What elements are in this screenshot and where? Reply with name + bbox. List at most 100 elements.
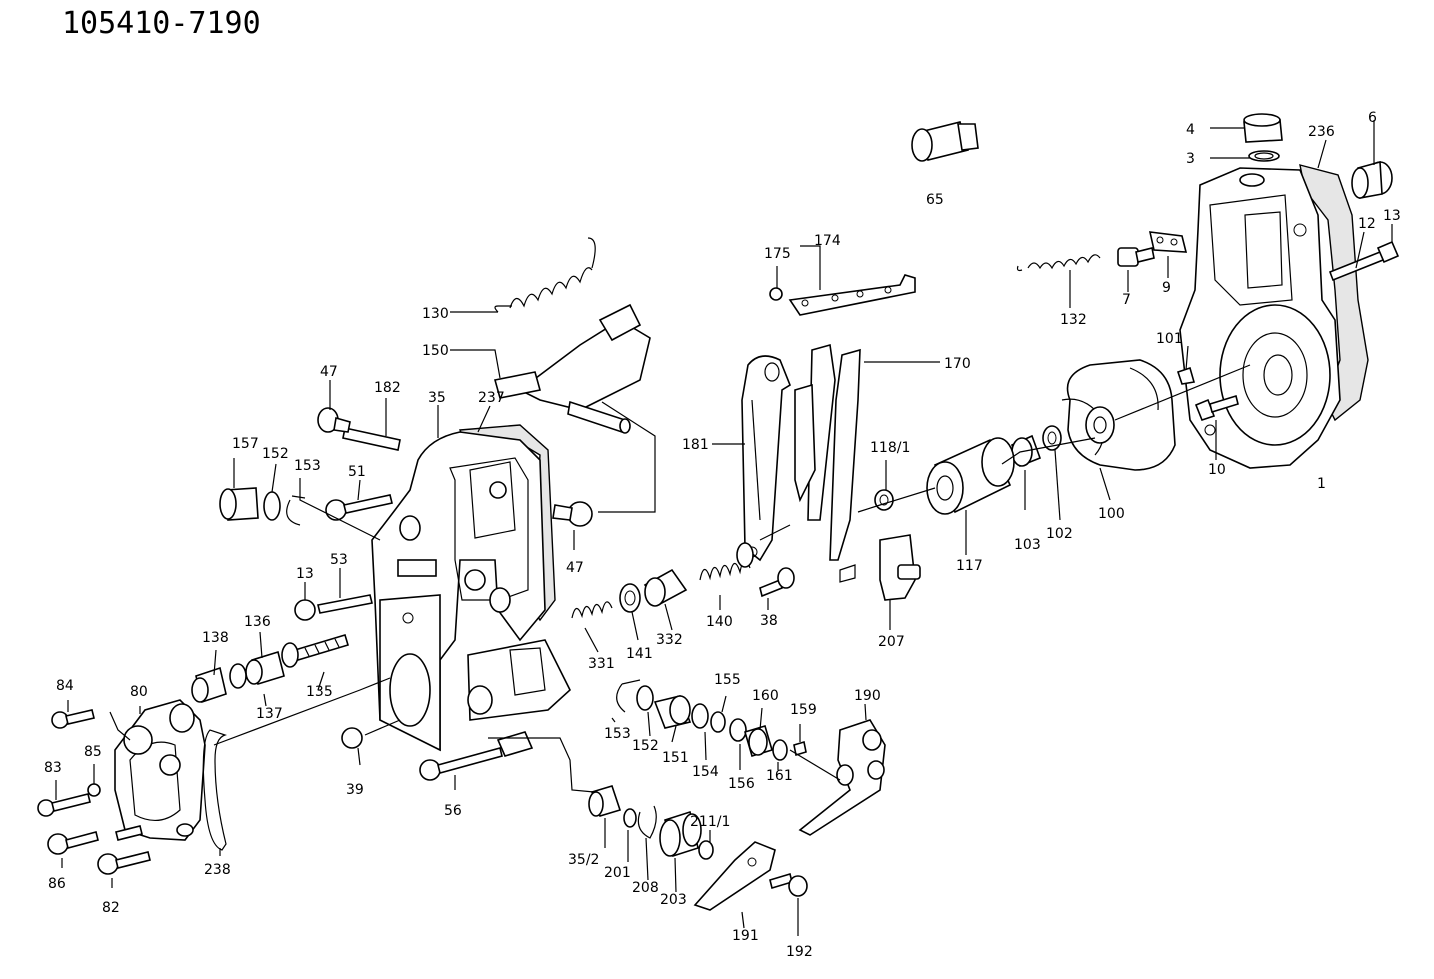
callout-label: 53 xyxy=(330,552,348,568)
callout-label: 237 xyxy=(478,390,505,406)
bushing-160 xyxy=(744,725,773,757)
callout-label: 84 xyxy=(56,678,74,694)
nut-136 xyxy=(245,650,285,686)
washer-118-1 xyxy=(874,489,894,511)
callout-label: 140 xyxy=(706,614,733,630)
screw-10 xyxy=(1194,394,1239,421)
callout-label: 191 xyxy=(732,928,759,944)
callout-label: 155 xyxy=(714,672,741,688)
link-207 xyxy=(839,534,921,601)
callout-label: 137 xyxy=(256,706,283,722)
callout-label: 103 xyxy=(1014,537,1041,553)
callout-label: 136 xyxy=(244,614,271,630)
ring-152-lower xyxy=(636,685,654,711)
governor-housing xyxy=(1179,164,1369,469)
pin-182 xyxy=(342,427,401,451)
screw-7 xyxy=(1117,247,1155,267)
callout-label: 118/1 xyxy=(870,440,910,456)
lever-170 xyxy=(794,343,861,561)
callout-label: 83 xyxy=(44,760,62,776)
callout-label: 201 xyxy=(604,865,631,881)
bushing-203 xyxy=(659,810,702,858)
callout-label: 170 xyxy=(944,356,971,372)
callout-label: 35/2 xyxy=(568,852,599,868)
spring-331 xyxy=(571,601,613,619)
callout-label: 208 xyxy=(632,880,659,896)
callout-label: 156 xyxy=(728,776,755,792)
callout-label: 4 xyxy=(1186,122,1195,138)
washer-161 xyxy=(772,739,788,761)
callout-label: 47 xyxy=(320,364,338,380)
clip-153-lower xyxy=(616,679,641,713)
callout-label: 6 xyxy=(1368,110,1377,126)
callout-label: 65 xyxy=(926,192,944,208)
callout-label: 160 xyxy=(752,688,779,704)
callout-label: 102 xyxy=(1046,526,1073,542)
washer-201 xyxy=(623,808,637,828)
callout-labels: 1 3 4 6 7 9 10 12 13 13 35 35/2 38 39 47… xyxy=(44,110,1401,960)
washer-155 xyxy=(710,711,726,733)
plug-35-2 xyxy=(588,785,622,817)
callout-label: 85 xyxy=(84,744,102,760)
callout-label: 182 xyxy=(374,380,401,396)
nut-65 xyxy=(911,121,979,162)
callout-label: 138 xyxy=(202,630,229,646)
gasket-238 xyxy=(202,729,227,851)
callout-label: 101 xyxy=(1156,331,1183,347)
screw-51 xyxy=(325,494,393,521)
end-cover-80 xyxy=(114,699,206,841)
clip-153-left xyxy=(286,495,306,526)
lever-191 xyxy=(693,841,776,911)
callout-label: 238 xyxy=(204,862,231,878)
bolt-47-mid xyxy=(552,501,593,527)
callout-label: 51 xyxy=(348,464,366,480)
plug-157 xyxy=(219,487,259,521)
housing-gasket-236 xyxy=(1299,164,1369,422)
ring-208 xyxy=(637,805,657,839)
callout-label: 13 xyxy=(1383,208,1401,224)
plug-6 xyxy=(1351,160,1393,199)
callout-label: 151 xyxy=(662,750,689,766)
callout-label: 82 xyxy=(102,900,120,916)
callout-label: 39 xyxy=(346,782,364,798)
callout-label: 141 xyxy=(626,646,653,662)
plug-4 xyxy=(1243,113,1283,162)
callout-label: 192 xyxy=(786,944,813,960)
callout-label: 100 xyxy=(1098,506,1125,522)
bracket-9 xyxy=(1148,231,1188,253)
bolt-84 xyxy=(51,709,95,729)
callout-label: 153 xyxy=(604,726,631,742)
bolt-12 xyxy=(1328,240,1400,282)
pin-175 xyxy=(769,287,783,301)
callout-label: 80 xyxy=(130,684,148,700)
washer-211-1 xyxy=(698,840,714,860)
callout-label: 175 xyxy=(764,246,791,262)
ring-154 xyxy=(691,703,709,729)
callout-label: 9 xyxy=(1162,280,1171,296)
callout-label: 47 xyxy=(566,560,584,576)
callout-label: 207 xyxy=(878,634,905,650)
bolt-47-top xyxy=(317,407,351,433)
callout-label: 10 xyxy=(1208,462,1226,478)
callout-label: 190 xyxy=(854,688,881,704)
callout-label: 152 xyxy=(262,446,289,462)
callout-label: 332 xyxy=(656,632,683,648)
callout-label: 86 xyxy=(48,876,66,892)
callout-label: 159 xyxy=(790,702,817,718)
callout-label: 152 xyxy=(632,738,659,754)
drawing-part-number: 105410-7190 xyxy=(62,6,261,41)
nut-13-left xyxy=(294,599,316,621)
callout-label: 174 xyxy=(814,233,841,249)
adjuster-135 xyxy=(294,634,349,661)
callout-label: 161 xyxy=(766,768,793,784)
bushing-151 xyxy=(653,695,692,729)
leader-lines xyxy=(55,120,1393,936)
callout-label: 12 xyxy=(1358,216,1376,232)
lever-181 xyxy=(741,355,791,562)
callout-label: 7 xyxy=(1122,292,1131,308)
callout-label: 150 xyxy=(422,343,449,359)
governor-cover-35 xyxy=(371,424,571,752)
spring-132 xyxy=(1016,254,1101,272)
callout-label: 130 xyxy=(422,306,449,322)
